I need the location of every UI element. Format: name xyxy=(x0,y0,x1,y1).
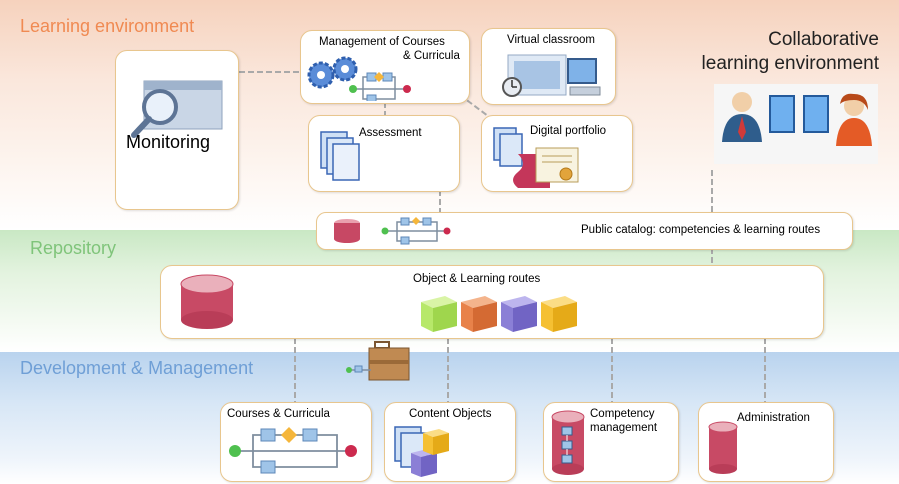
content-objects-box[interactable]: Content Objects xyxy=(384,402,516,482)
certificate-icon xyxy=(493,127,579,188)
digital-portfolio-box[interactable]: Digital portfolio xyxy=(481,115,633,192)
gears-icon xyxy=(307,56,411,101)
management-label-line1: Management of Courses xyxy=(319,36,445,48)
competency-label-line2: management xyxy=(590,422,658,434)
digital-portfolio-label: Digital portfolio xyxy=(530,125,607,137)
object-routes-label: Object & Learning routes xyxy=(413,273,541,285)
briefcase-icon xyxy=(346,341,410,381)
object-routes-box[interactable]: Object & Learning routes xyxy=(160,265,824,339)
monitoring-label: Monitoring xyxy=(126,132,211,152)
assessment-box[interactable]: Assessment xyxy=(308,115,460,192)
magnifier-icon xyxy=(131,80,223,138)
administration-label: Administration xyxy=(737,412,810,424)
competency-box[interactable]: Competency management xyxy=(543,402,679,482)
virtual-classroom-box[interactable]: Virtual classroom xyxy=(481,28,616,105)
collaborative-line2: learning environment xyxy=(701,53,879,74)
workflow-icon xyxy=(381,217,451,245)
public-catalog-box[interactable]: Public catalog: competencies & learning … xyxy=(316,212,853,250)
competency-label-line1: Competency xyxy=(590,408,655,420)
learning-environment-label: Learning environment xyxy=(20,16,195,36)
cube-icon xyxy=(421,296,577,332)
database-icon xyxy=(180,274,234,329)
courses-box[interactable]: Courses & Curricula xyxy=(220,402,372,482)
database-icon xyxy=(708,421,738,474)
database-icon xyxy=(551,410,585,475)
documents-icon xyxy=(394,426,449,477)
content-objects-label: Content Objects xyxy=(409,408,492,420)
documents-icon xyxy=(320,131,360,181)
collaborative-title: Collaborative learning environment xyxy=(619,28,879,76)
workflow-icon xyxy=(229,427,357,474)
assessment-label: Assessment xyxy=(359,127,422,139)
monitoring-box[interactable]: Monitoring xyxy=(115,50,239,210)
virtual-classroom-label: Virtual classroom xyxy=(507,34,595,46)
development-label: Development & Management xyxy=(20,358,254,378)
collaborative-line1: Collaborative xyxy=(768,29,879,50)
management-box[interactable]: Management of Courses & Curricula xyxy=(300,30,470,104)
people-icon xyxy=(714,84,878,164)
database-icon xyxy=(334,219,360,243)
administration-box[interactable]: Administration xyxy=(698,402,834,482)
management-label-line2: & Curricula xyxy=(403,50,460,62)
classroom-icon xyxy=(502,54,601,97)
courses-label: Courses & Curricula xyxy=(227,408,330,420)
public-catalog-label: Public catalog: competencies & learning … xyxy=(581,224,821,236)
repository-label: Repository xyxy=(30,238,117,258)
